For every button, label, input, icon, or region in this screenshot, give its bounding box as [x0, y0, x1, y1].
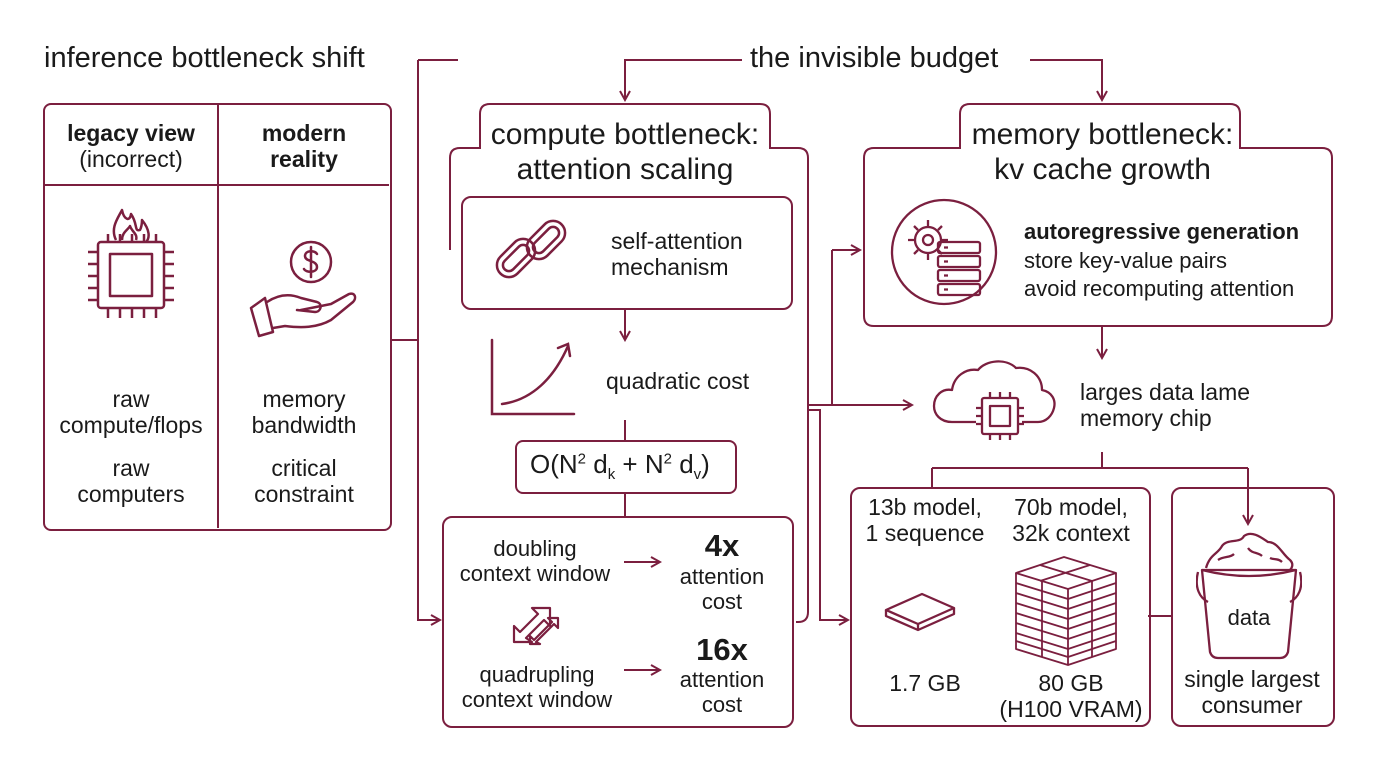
legacy-view-header: legacy view (incorrect) — [67, 120, 195, 173]
model1-size: 1.7 GB — [889, 670, 961, 696]
context-scaling-box — [442, 516, 794, 728]
compute-header: compute bottleneck: attention scaling — [490, 118, 760, 186]
burning-chip-icon — [88, 208, 174, 318]
center-title: the invisible budget — [750, 42, 999, 74]
model2-label: 70b model, 32k context — [1012, 494, 1130, 547]
bucket-label: data — [1227, 605, 1271, 630]
legacy-item-1: raw compute/flops — [59, 386, 203, 439]
hand-dollar-icon — [249, 240, 357, 338]
table-divider — [217, 104, 219, 528]
quadrupling-multiplier: 16x — [696, 632, 748, 667]
modern-reality-header: modern reality — [261, 120, 347, 173]
largest-consumer-box — [1171, 487, 1335, 727]
self-attention-box — [461, 196, 793, 310]
memory-bottleneck-frame — [863, 103, 1333, 327]
small-memory-block-icon — [884, 592, 956, 632]
model-comparison-box — [850, 487, 1151, 727]
memory-header: memory bottleneck: kv cache growth — [971, 118, 1234, 186]
doubling-multiplier: 4x — [704, 528, 740, 563]
model1-label: 13b model, 1 sequence — [865, 494, 985, 547]
formula-box — [515, 440, 737, 494]
chip-caption: larges data lame memory chip — [1080, 379, 1251, 432]
table-header-divider — [44, 184, 389, 186]
modern-item-2: critical constraint — [254, 455, 354, 508]
attention-complexity-formula: O(N2 dk + N2 dv) — [530, 449, 710, 484]
compute-bottleneck-frame — [449, 103, 809, 623]
chain-link-icon — [495, 219, 567, 279]
model2-size: 80 GB (H100 VRAM) — [999, 670, 1143, 723]
doubling-label: doubling context window — [459, 536, 611, 587]
gear-server-icon — [890, 198, 998, 306]
quadrupling-result: attention cost — [679, 667, 765, 718]
largest-consumer-label: single largest consumer — [1184, 666, 1320, 719]
quadratic-curve-icon — [490, 338, 576, 416]
expand-arrows-icon — [512, 606, 560, 646]
cloud-chip-icon — [932, 360, 1056, 440]
left-title: inference bottleneck shift — [44, 42, 365, 74]
self-attention-label: self-attention mechanism — [611, 228, 743, 281]
quadratic-cost-label: quadratic cost — [606, 368, 750, 394]
data-bucket-icon — [1196, 532, 1302, 660]
legacy-item-2: raw computers — [77, 455, 185, 508]
modern-item-1: memory bandwidth — [251, 386, 357, 439]
autoregressive-title: autoregressive generation — [1024, 219, 1300, 244]
quadrupling-label: quadrupling context window — [461, 662, 613, 713]
autoregressive-details: store key-value pairs avoid recomputing … — [1024, 248, 1295, 301]
large-memory-stack-icon — [1015, 556, 1117, 666]
doubling-result: attention cost — [679, 564, 765, 615]
